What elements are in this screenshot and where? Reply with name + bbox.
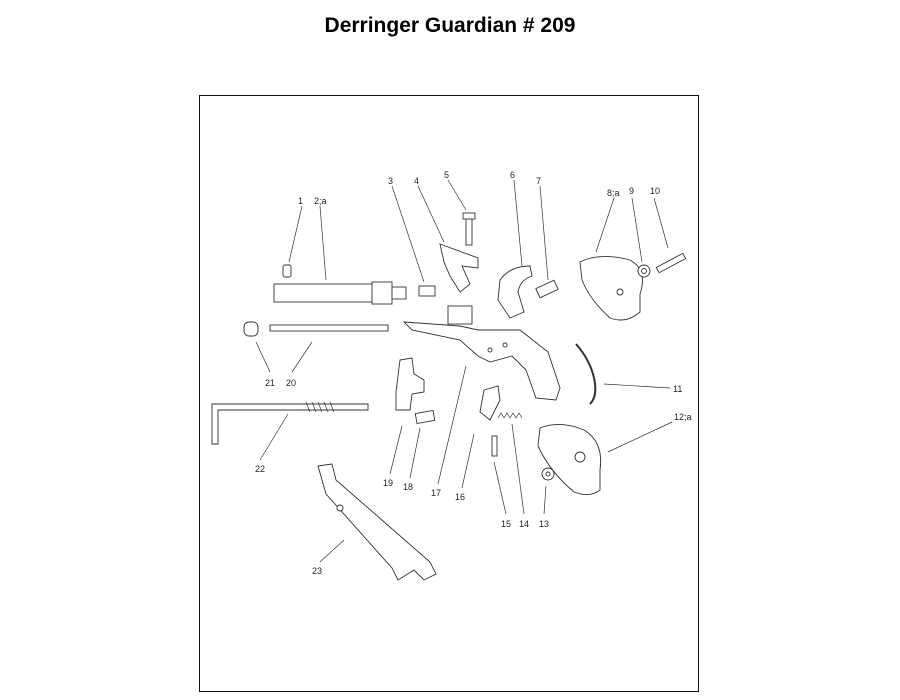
- part-23-wrench: [317, 463, 437, 581]
- label-13: 13: [539, 519, 549, 529]
- label-12a: 12;a: [674, 412, 692, 422]
- label-4: 4: [414, 176, 419, 186]
- part-10-screw: [655, 252, 687, 274]
- leader-lines: [255, 179, 673, 563]
- part-12a-grip: [537, 424, 602, 495]
- part-3: [418, 285, 436, 297]
- part-labels: 1 2;a 3 4 5 6 7 8;a 9 10 11 12;a 13 14 1…: [255, 170, 692, 576]
- part-7: [535, 279, 559, 299]
- label-20: 20: [286, 378, 296, 388]
- label-1: 1: [298, 196, 303, 206]
- part-6: [497, 265, 533, 319]
- label-11: 11: [673, 384, 682, 394]
- part-19-latch: [395, 357, 425, 411]
- part-22-tool: [211, 401, 369, 445]
- page-title: Derringer Guardian # 209: [324, 14, 576, 37]
- label-14: 14: [519, 519, 529, 529]
- label-10: 10: [650, 186, 660, 196]
- part-8a-grip: [579, 256, 643, 321]
- diagram-frame: [199, 95, 699, 692]
- label-6: 6: [510, 170, 515, 180]
- label-17: 17: [431, 488, 441, 498]
- label-8a: 8;a: [607, 188, 620, 198]
- label-21: 21: [265, 378, 275, 388]
- part-2a-barrel: [273, 281, 407, 305]
- label-22: 22: [255, 464, 265, 474]
- label-16: 16: [455, 492, 465, 502]
- part-1: [282, 264, 292, 278]
- label-5: 5: [444, 170, 449, 180]
- part-5-screw: [462, 212, 476, 246]
- label-23: 23: [312, 566, 322, 576]
- label-15: 15: [501, 519, 511, 529]
- part-18-screw: [414, 409, 436, 425]
- part-4-hammer: [439, 243, 479, 293]
- label-19: 19: [383, 478, 393, 488]
- part-20-rod: [269, 324, 389, 332]
- part-15-pin: [491, 435, 498, 457]
- part-9-washer: [637, 264, 651, 278]
- part-11-spring: [575, 343, 597, 405]
- label-2a: 2;a: [314, 196, 327, 206]
- label-18: 18: [403, 482, 413, 492]
- part-21-stud: [243, 321, 259, 337]
- part-13-nut: [541, 467, 555, 481]
- part-16-trigger: [479, 385, 501, 421]
- label-3: 3: [388, 176, 393, 186]
- label-9: 9: [629, 186, 634, 196]
- part-17-frame: [402, 305, 561, 401]
- part-14-coil: [497, 412, 523, 419]
- label-7: 7: [536, 176, 541, 186]
